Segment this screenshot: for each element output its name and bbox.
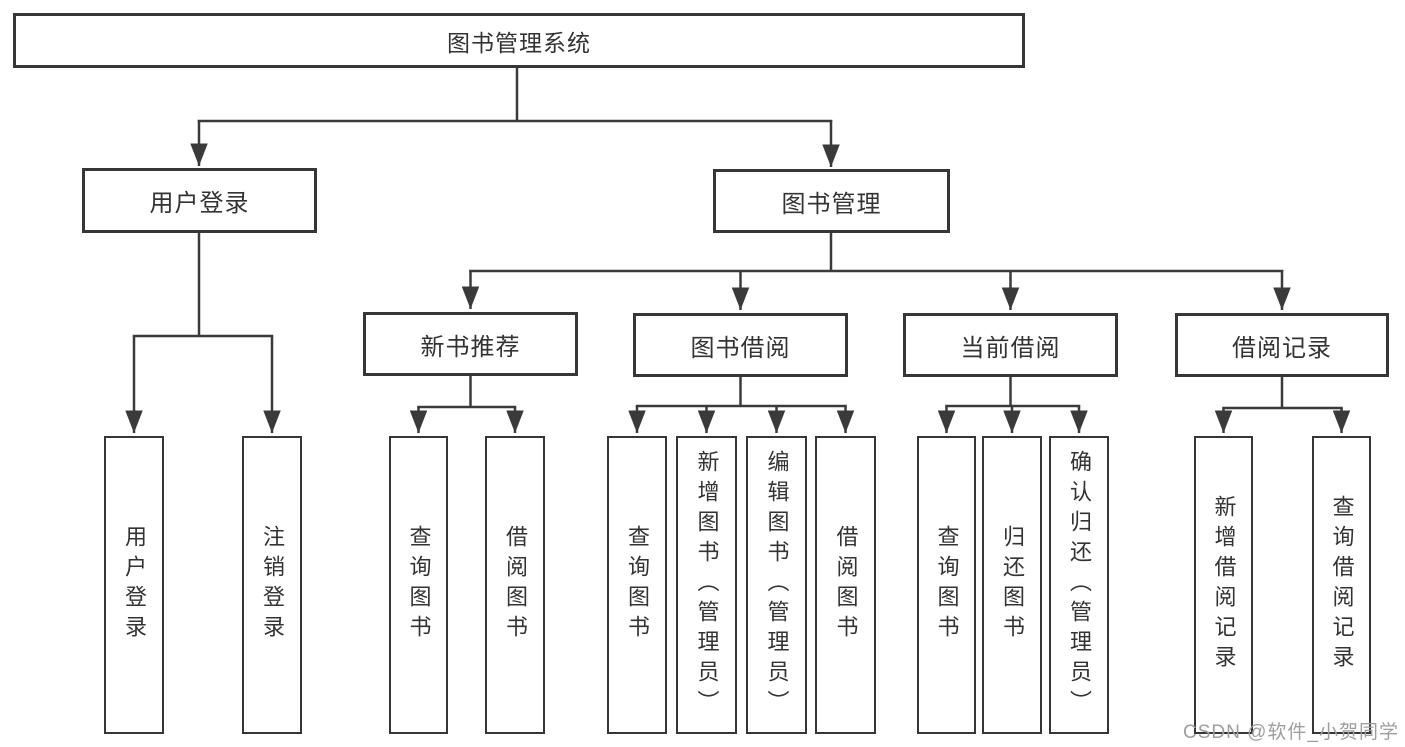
node-library-management-system: 图书管理系统	[13, 13, 1025, 68]
leaf-user-login: 用户登录	[104, 436, 164, 734]
node-user-login: 用户登录	[82, 168, 317, 233]
leaf-query-books-borrow: 查询图书	[607, 436, 667, 734]
watermark: CSDN @软件_小贺同学	[1183, 722, 1399, 743]
leaf-borrow-books: 借阅图书	[815, 436, 876, 734]
leaf-borrow-books-recommend: 借阅图书	[485, 436, 545, 734]
leaf-query-books-current: 查询图书	[917, 436, 976, 734]
leaf-return-books: 归还图书	[982, 436, 1042, 734]
node-book-borrow: 图书借阅	[633, 313, 848, 377]
node-current-borrow: 当前借阅	[903, 313, 1118, 377]
node-book-management: 图书管理	[713, 169, 950, 233]
leaf-logout: 注销登录	[242, 436, 302, 734]
leaf-query-books-recommend: 查询图书	[389, 436, 448, 734]
node-borrow-records: 借阅记录	[1175, 313, 1389, 377]
leaf-query-borrow-record: 查询借阅记录	[1312, 436, 1371, 734]
leaf-confirm-return-admin: 确认归还（管理员）	[1049, 436, 1109, 734]
leaf-edit-books-admin: 编辑图书（管理员）	[746, 436, 807, 734]
leaf-add-borrow-record: 新增借阅记录	[1194, 436, 1253, 734]
leaf-add-books-admin: 新增图书（管理员）	[676, 436, 737, 734]
node-new-book-recommend: 新书推荐	[363, 312, 578, 376]
